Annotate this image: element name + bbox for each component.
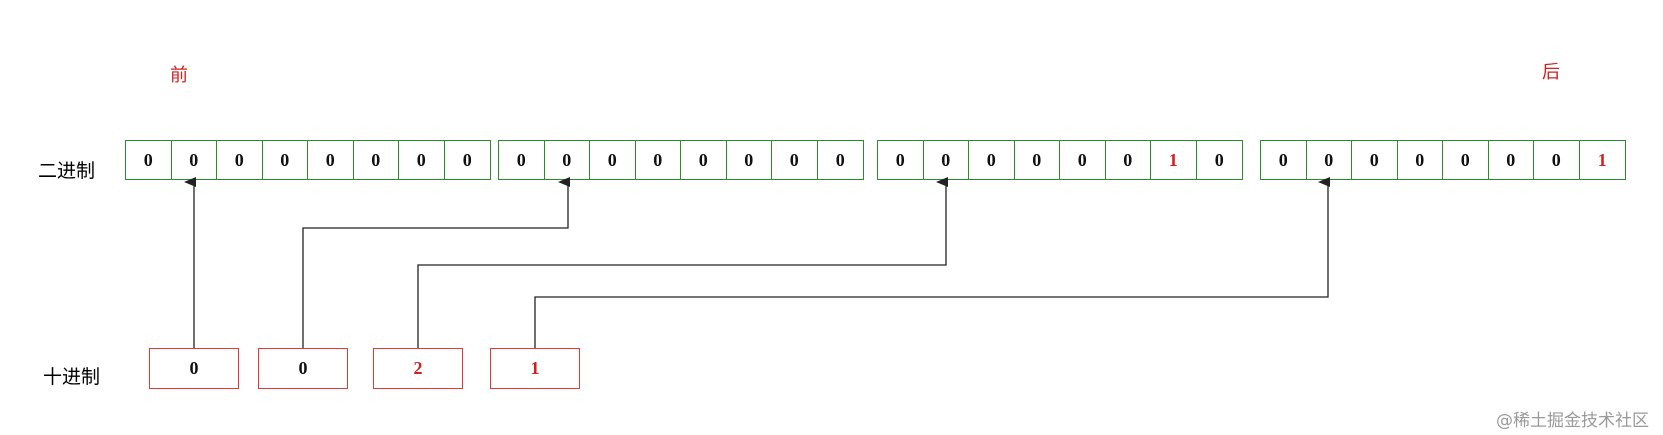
bit: 0: [835, 149, 845, 170]
bit: 0: [1307, 141, 1352, 179]
bit: 0: [1261, 141, 1307, 179]
bit: 0: [1534, 141, 1580, 179]
binary-byte-4: 0 0 0 0 0 0 0 1: [1260, 140, 1626, 180]
bit: 0: [878, 141, 924, 179]
arrow-decimal-2-to-byte-2: [302, 177, 570, 348]
bit: 0: [263, 141, 308, 179]
bit: 1: [1597, 149, 1607, 170]
bit: 0: [727, 141, 772, 179]
bit: 0: [545, 141, 590, 179]
bit: 0: [308, 141, 354, 179]
bit: 0: [590, 141, 636, 179]
back-label: 后: [1542, 62, 1560, 83]
bit: 0: [462, 149, 472, 170]
binary-byte-3: 0 0 0 0 0 0 1 0: [877, 140, 1243, 180]
bit: 0: [1060, 141, 1106, 179]
decimal-box-3: 2: [373, 348, 463, 389]
bit: 0: [1214, 149, 1224, 170]
bit: 0: [172, 141, 217, 179]
watermark: @稀土掘金技术社区: [1496, 411, 1649, 431]
bit: 0: [399, 141, 445, 179]
front-label: 前: [170, 65, 188, 86]
arrow-decimal-4-to-byte-4: [534, 177, 1330, 348]
arrow-decimal-3-to-byte-3: [417, 177, 948, 348]
binary-byte-1: 0 0 0 0 0 0 0 0: [125, 140, 491, 180]
bit: 0: [772, 141, 818, 179]
decimal-box-4: 1: [490, 348, 580, 389]
decimal-box-1: 0: [149, 348, 239, 389]
bit: 0: [1398, 141, 1443, 179]
bit: 0: [969, 141, 1015, 179]
bit: 0: [1015, 141, 1060, 179]
bit: 0: [217, 141, 263, 179]
binary-byte-2: 0 0 0 0 0 0 0 0: [498, 140, 864, 180]
decimal-box-2: 0: [258, 348, 348, 389]
bit: 0: [1106, 141, 1151, 179]
bit: 0: [924, 141, 969, 179]
bit: 0: [126, 141, 172, 179]
bit: 0: [636, 141, 681, 179]
bit: 0: [354, 141, 399, 179]
bit: 0: [499, 141, 545, 179]
bit: 1: [1151, 141, 1197, 179]
bit: 0: [681, 141, 727, 179]
binary-label: 二进制: [38, 160, 96, 182]
decimal-label: 十进制: [43, 366, 101, 388]
bit: 0: [1352, 141, 1398, 179]
bit: 0: [1443, 141, 1489, 179]
bit: 0: [1489, 141, 1534, 179]
